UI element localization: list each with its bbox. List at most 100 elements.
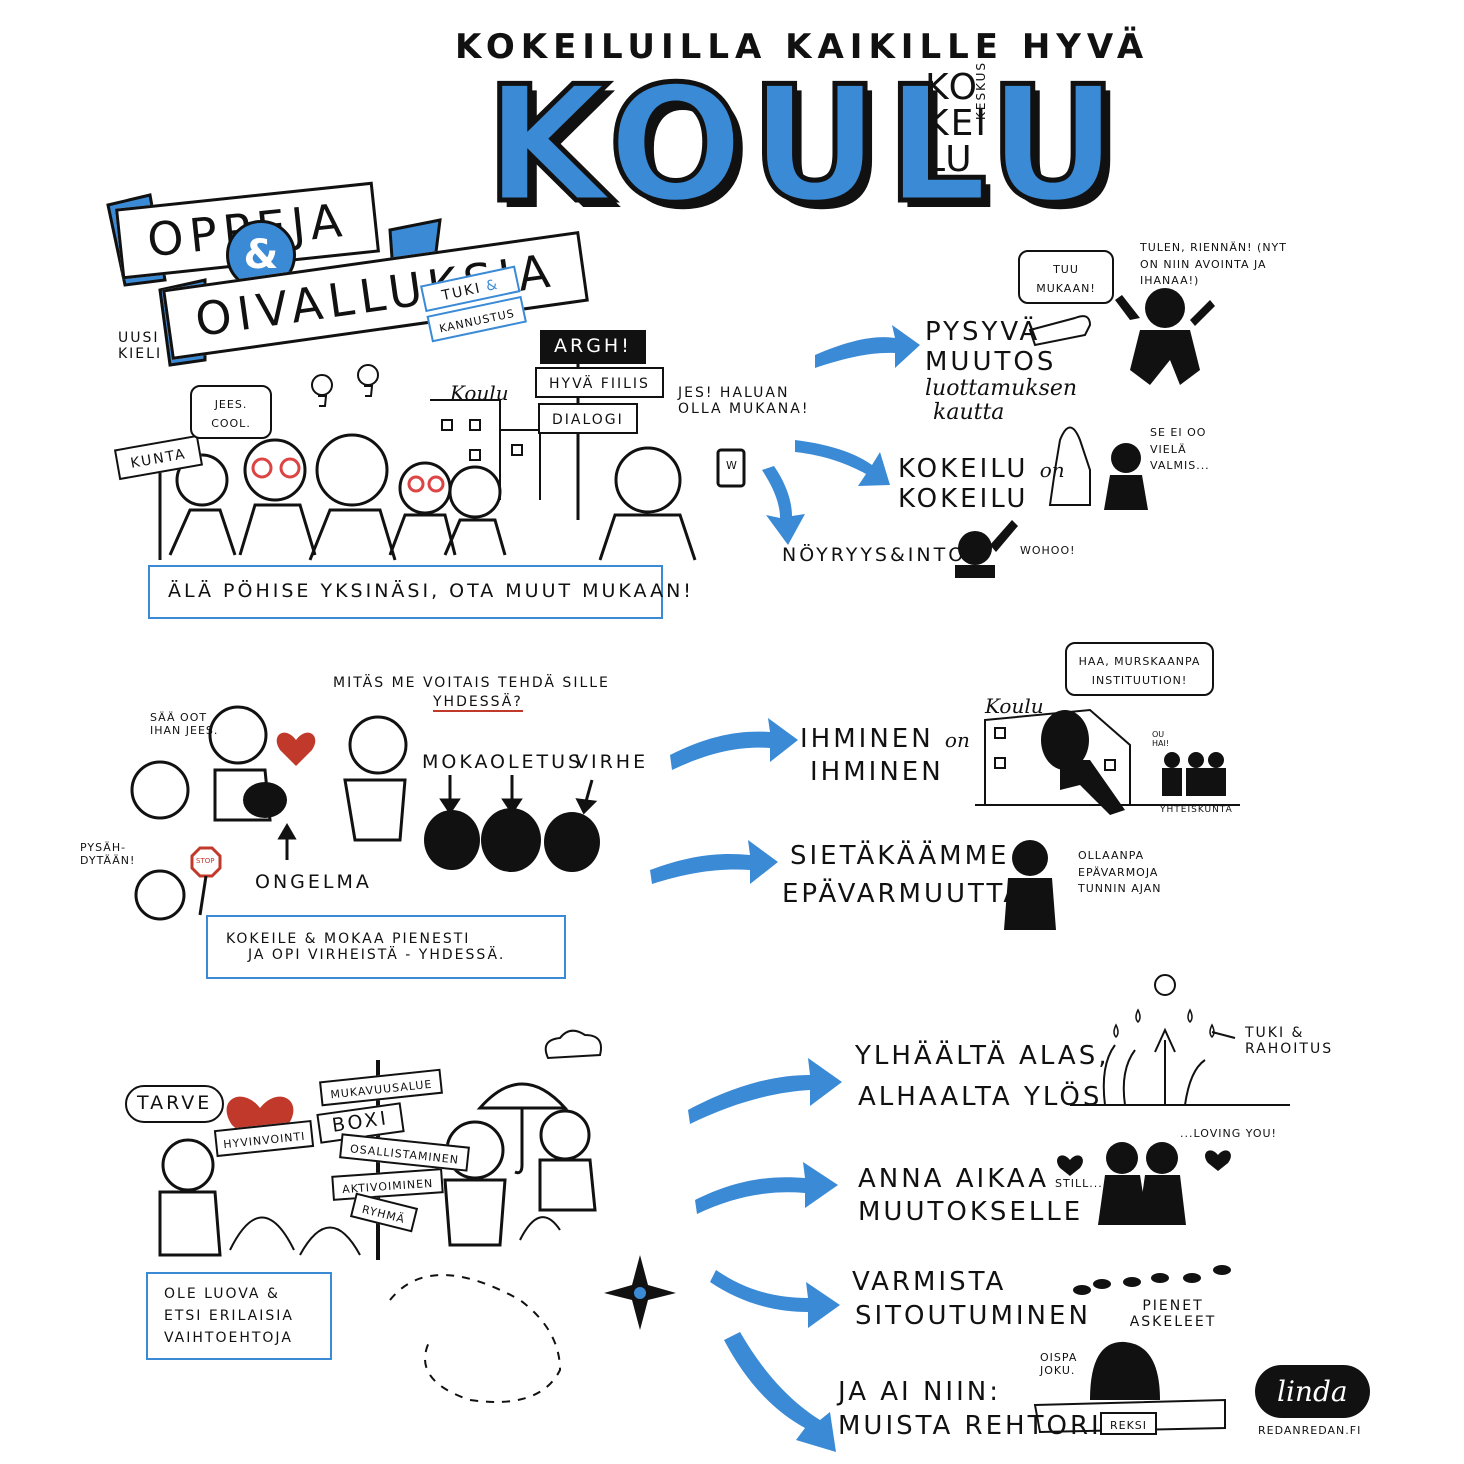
outcome-heading: NÖYRYYS&INTO bbox=[782, 544, 967, 566]
speech-text: HAA, MURSKAANPA INSTITUUTION! bbox=[1078, 655, 1201, 687]
outcome-heading: JA AI NIIN: bbox=[838, 1377, 1001, 1407]
uusi-kieli-label: UUSI KIELI bbox=[118, 330, 163, 363]
desk-silhouette-icon bbox=[1033, 1341, 1226, 1434]
hand-icon bbox=[1028, 315, 1092, 347]
couple-silhouette-icon bbox=[1057, 1142, 1231, 1225]
mitas-quote: MITÄS ME VOITAIS TEHDÄ SILLE bbox=[333, 675, 610, 691]
signpost-text: BOXI bbox=[330, 1107, 391, 1137]
footprints-icon bbox=[1073, 1265, 1231, 1295]
yhdessa-highlight: YHDESSÄ? bbox=[433, 694, 523, 713]
pienet-askeleet-label: PIENET ASKELEET bbox=[1129, 1298, 1217, 1331]
monster-icon bbox=[243, 782, 600, 872]
kunta-sign-text: KUNTA bbox=[129, 446, 188, 472]
outcome-on: on bbox=[944, 728, 970, 752]
tuki-amp: & bbox=[484, 276, 501, 295]
virhe-label: VIRHE bbox=[575, 751, 649, 773]
outcome-heading: KOKEILU on bbox=[898, 454, 1065, 485]
outcome-heading: ALHAALTA YLÖS bbox=[858, 1082, 1103, 1112]
wohoo-quote: WOHOO! bbox=[1020, 544, 1076, 557]
phone-icon bbox=[716, 448, 746, 488]
arrow-icon bbox=[650, 718, 798, 884]
logo-line: KEI bbox=[925, 103, 988, 144]
arrow-icon bbox=[688, 1058, 842, 1452]
speech-bubble: TUU MUKAAN! bbox=[1018, 250, 1114, 304]
se-ei-quote: SE EI OO VIELÄ VALMIS... bbox=[1150, 426, 1210, 472]
signpost-argh-text: ARGH! bbox=[554, 335, 632, 357]
outcome-heading: MUUTOKSELLE bbox=[858, 1197, 1084, 1227]
compass-icon bbox=[604, 1255, 676, 1330]
speech-text: TUU MUKAAN! bbox=[1036, 263, 1096, 295]
key-message-text: KOKEILE & MOKAA PIENESTI bbox=[226, 931, 471, 947]
key-message-text: OLE LUOVA & bbox=[164, 1286, 280, 1302]
page-subtitle: KOKEILUILLA KAIKILLE HYVÄ bbox=[455, 27, 1150, 67]
bounce-path-icon bbox=[229, 1216, 561, 1256]
dashed-path-icon bbox=[389, 1274, 562, 1403]
speech-text: JEES. COOL. bbox=[211, 398, 251, 430]
outcome-heading: MUISTA REHTORI. bbox=[838, 1411, 1113, 1441]
outcome-heading: SITOUTUMINEN bbox=[855, 1301, 1091, 1331]
kokeilukeskus-logo: KO KEI LU bbox=[925, 70, 988, 178]
statue-icon bbox=[1048, 426, 1091, 506]
oletus-label: OLETUS bbox=[490, 751, 584, 773]
page-title: KOULU bbox=[483, 51, 1124, 238]
ollaanpa-quote: OLLAANPA EPÄVARMOJA TUNNIN AJAN bbox=[1078, 849, 1162, 895]
heart-icon bbox=[226, 1096, 294, 1150]
tulen-quote: TULEN, RIENNÄN! (NYT ON NIIN AVOINTA JA … bbox=[1140, 241, 1287, 287]
signpost-dialogi: DIALOGI bbox=[538, 403, 638, 435]
thought-bubble: TARVE bbox=[125, 1085, 225, 1123]
outcome-heading: KOKEILU bbox=[898, 484, 1029, 514]
saa-oot-quote: SÄÄ OOT IHAN JEES. bbox=[150, 711, 219, 737]
logo-line: LU bbox=[925, 139, 974, 180]
cloud-icon bbox=[544, 1029, 602, 1060]
heart-icon bbox=[276, 732, 316, 766]
outcome-script: kautta bbox=[933, 400, 1005, 425]
arrow-icon bbox=[762, 325, 920, 545]
building-icon bbox=[430, 399, 541, 500]
tarve-text: TARVE bbox=[137, 1092, 213, 1114]
lightbulb-icon bbox=[311, 364, 379, 407]
signpost-argh: ARGH! bbox=[540, 330, 646, 364]
outcome-word: IHMINEN bbox=[800, 724, 934, 754]
ongelma-label: ONGELMA bbox=[255, 871, 372, 893]
oispa-quote: OISPA JOKU. bbox=[1040, 1351, 1078, 1377]
raindrop-icon bbox=[1113, 1008, 1215, 1039]
jes-quote: JES! HALUAN OLLA MUKANA! bbox=[678, 385, 810, 418]
tuki-rahoitus-label: TUKI & RAHOITUS bbox=[1245, 1025, 1334, 1058]
signpost-hyva-text: HYVÄ FIILIS bbox=[549, 376, 650, 392]
stop-sign-icon bbox=[190, 846, 222, 916]
key-message-text: ÄLÄ PÖHISE YKSINÄSI, OTA MUUT MUKAAN! bbox=[168, 580, 694, 602]
moka-label: MOKA bbox=[422, 751, 491, 773]
key-message-text: ETSI ERILAISIA bbox=[164, 1308, 294, 1325]
phone-letter: W bbox=[726, 459, 738, 472]
outcome-heading: MUUTOS bbox=[925, 347, 1057, 377]
speech-bubble: HAA, MURSKAANPA INSTITUUTION! bbox=[1065, 642, 1214, 696]
reksi-nameplate: REKSI bbox=[1100, 1412, 1158, 1435]
ou-hai-quote: OU HAI! bbox=[1152, 730, 1170, 749]
logo-keskus: KESKUS bbox=[974, 60, 988, 120]
outcome-word: KOKEILU bbox=[898, 454, 1029, 484]
reksi-text: REKSI bbox=[1110, 1419, 1148, 1432]
still-quote: STILL... bbox=[1055, 1177, 1103, 1190]
artist-signature: linda bbox=[1255, 1365, 1370, 1418]
outcome-heading: IHMINEN bbox=[810, 757, 944, 787]
arrow-down-icon bbox=[277, 775, 598, 860]
outcome-on: on bbox=[1039, 458, 1065, 482]
outcome-heading: ANNA AIKAA bbox=[858, 1164, 1050, 1194]
people-group-icon bbox=[130, 705, 408, 921]
silhouette-icon bbox=[955, 288, 1215, 578]
speech-bubble: JEES. COOL. bbox=[190, 385, 272, 439]
outcome-heading: IHMINEN on bbox=[800, 724, 970, 755]
signpost-dialogi-text: DIALOGI bbox=[552, 412, 624, 428]
tuki-text: TUKI bbox=[440, 280, 483, 305]
outcome-script: luottamuksen bbox=[925, 376, 1078, 401]
umbrella-icon bbox=[476, 1082, 569, 1175]
key-message-box: ÄLÄ PÖHISE YKSINÄSI, OTA MUUT MUKAAN! bbox=[148, 565, 691, 619]
outcome-heading: PYSYVÄ bbox=[925, 317, 1041, 347]
outcome-heading: YLHÄÄLTÄ ALAS, bbox=[855, 1041, 1110, 1071]
artist-site: REDANREDAN.FI bbox=[1258, 1424, 1362, 1437]
hyvinvointi-text: HYVINVOINTI bbox=[222, 1129, 307, 1152]
outcome-heading: SIETÄKÄÄMME bbox=[790, 841, 1010, 871]
growth-icon bbox=[1070, 974, 1290, 1106]
